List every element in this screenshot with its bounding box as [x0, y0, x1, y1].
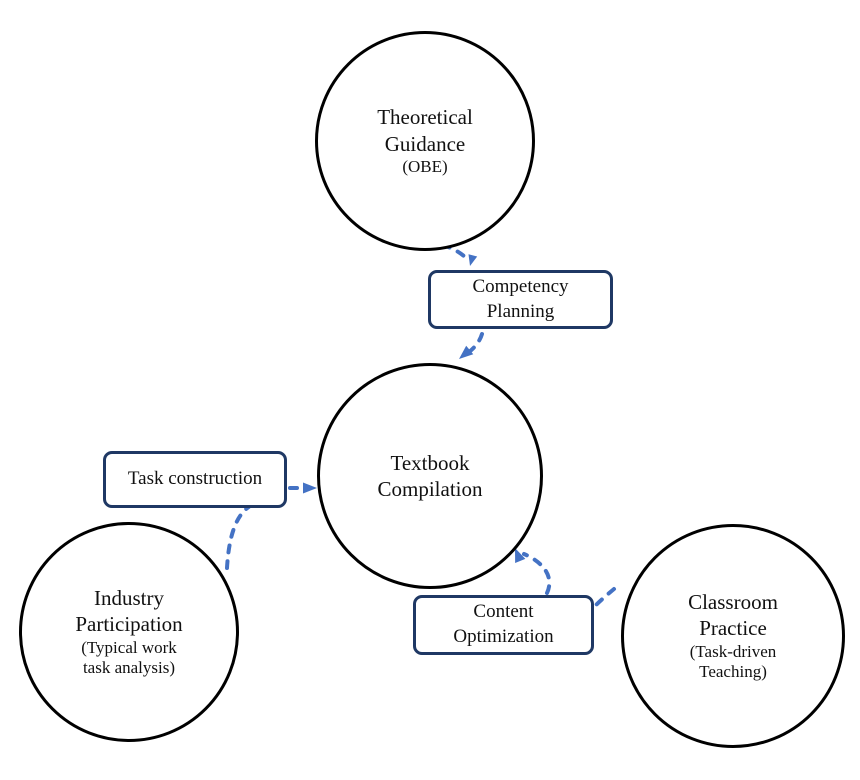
- node-textbook-compilation: Textbook Compilation: [317, 363, 543, 589]
- node-industry-participation-subtitle-line2: task analysis): [82, 658, 176, 678]
- node-industry-participation-subtitle-line1: (Typical work: [81, 637, 177, 657]
- arrowhead-into-textbook-left: [303, 482, 317, 494]
- node-theoretical-guidance-title-line1: Theoretical: [377, 105, 473, 130]
- arrow-competency-to-textbook: [467, 332, 484, 354]
- node-classroom-practice-subtitle-line1: (Task-driven: [689, 641, 777, 661]
- label-content-optimization-line1: Content: [473, 601, 534, 623]
- node-classroom-practice-title-line2: Practice: [699, 616, 767, 641]
- node-classroom-practice: Classroom Practice (Task-driven Teaching…: [621, 524, 845, 748]
- node-theoretical-guidance-title-line2: Guidance: [384, 131, 466, 156]
- node-classroom-practice-subtitle-line2: Teaching): [699, 662, 767, 682]
- node-theoretical-guidance: Theoretical Guidance (OBE): [315, 31, 535, 251]
- label-box-task-construction: Task construction: [103, 451, 287, 508]
- label-competency-planning-line2: Planning: [486, 300, 555, 322]
- node-textbook-compilation-title-line2: Compilation: [377, 477, 483, 501]
- arrow-classroom-to-content: [593, 587, 616, 608]
- label-content-optimization-line2: Optimization: [453, 626, 554, 647]
- node-industry-participation-title-line2: Participation: [75, 612, 183, 637]
- arrow-industry-to-task: [225, 503, 254, 570]
- node-classroom-practice-title-line1: Classroom: [688, 589, 778, 614]
- node-industry-participation: Industry Participation (Typical work tas…: [19, 522, 239, 742]
- node-industry-participation-title-line1: Industry: [94, 585, 164, 610]
- label-box-competency-planning: Competency Planning: [428, 270, 613, 329]
- arrowhead-into-competency-box: [468, 254, 478, 266]
- label-task-construction-line1: Task construction: [127, 468, 263, 490]
- node-theoretical-guidance-subtitle: (OBE): [402, 157, 448, 177]
- arrowhead-into-textbook-top: [459, 345, 474, 359]
- label-box-content-optimization: Content Optimization: [413, 595, 594, 655]
- node-textbook-compilation-title-line1: Textbook: [390, 450, 470, 475]
- arrow-content-to-textbook: [522, 552, 552, 595]
- label-competency-planning-line1: Competency: [472, 275, 569, 297]
